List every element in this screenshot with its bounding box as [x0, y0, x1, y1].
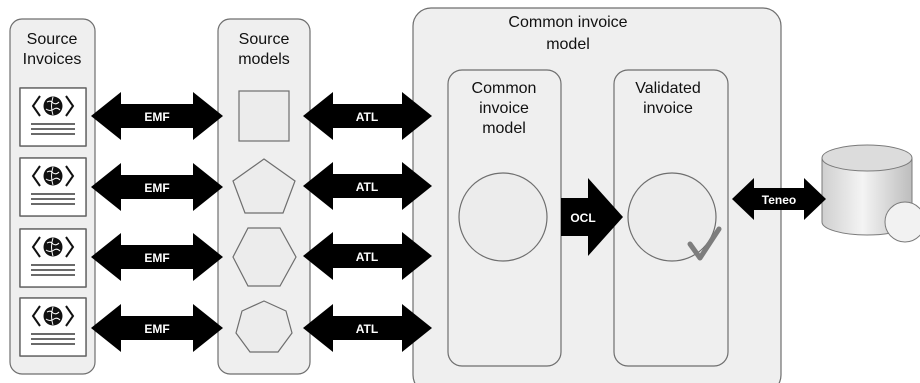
validated-box-line1: Validated: [635, 80, 701, 97]
square-model-shape: [238, 90, 290, 142]
common-model-circle: [458, 172, 548, 262]
common-model-panel-title-line2: model: [546, 36, 590, 53]
emf-label: EMF: [144, 181, 169, 195]
teneo-label: Teneo: [762, 193, 796, 207]
atl-arrow: ATL: [303, 304, 432, 352]
common-box-line2: invoice: [479, 100, 529, 117]
source-models-title-line2: models: [238, 51, 290, 68]
teneo-arrow: Teneo: [732, 178, 826, 220]
common-box-line1: Common: [472, 80, 537, 97]
emf-arrow: EMF: [91, 92, 223, 140]
common-model-panel-title-line1: Common invoice: [508, 14, 627, 31]
database-icon: [821, 144, 920, 243]
atl-arrow: ATL: [303, 92, 432, 140]
ocl-arrow: OCL: [561, 178, 623, 256]
ocl-label: OCL: [570, 211, 595, 225]
common-box-line3: model: [482, 120, 526, 137]
atl-label: ATL: [356, 250, 378, 264]
pentagon-model-shape: [232, 158, 296, 214]
emf-arrow: EMF: [91, 304, 223, 352]
document-globe-icon: [19, 228, 87, 288]
source-models-title-line1: Source: [239, 31, 290, 48]
hexagon-model-shape: [232, 227, 297, 287]
emf-label: EMF: [144, 251, 169, 265]
atl-arrow: ATL: [303, 232, 432, 280]
atl-label: ATL: [356, 322, 378, 336]
emf-arrow: EMF: [91, 233, 223, 281]
validated-box-line2: invoice: [643, 100, 693, 117]
source-invoices-title-line2: Invoices: [23, 51, 82, 68]
emf-label: EMF: [144, 322, 169, 336]
document-globe-icon: [19, 87, 87, 147]
emf-label: EMF: [144, 110, 169, 124]
validated-circle: [627, 172, 717, 262]
checkmark-icon: [687, 226, 722, 261]
atl-label: ATL: [356, 180, 378, 194]
source-invoices-title-line1: Source: [27, 31, 78, 48]
atl-arrow: ATL: [303, 162, 432, 210]
atl-label: ATL: [356, 110, 378, 124]
heptagon-model-shape: [235, 300, 293, 353]
document-globe-icon: [19, 157, 87, 217]
document-globe-icon: [19, 297, 87, 357]
emf-arrow: EMF: [91, 163, 223, 211]
